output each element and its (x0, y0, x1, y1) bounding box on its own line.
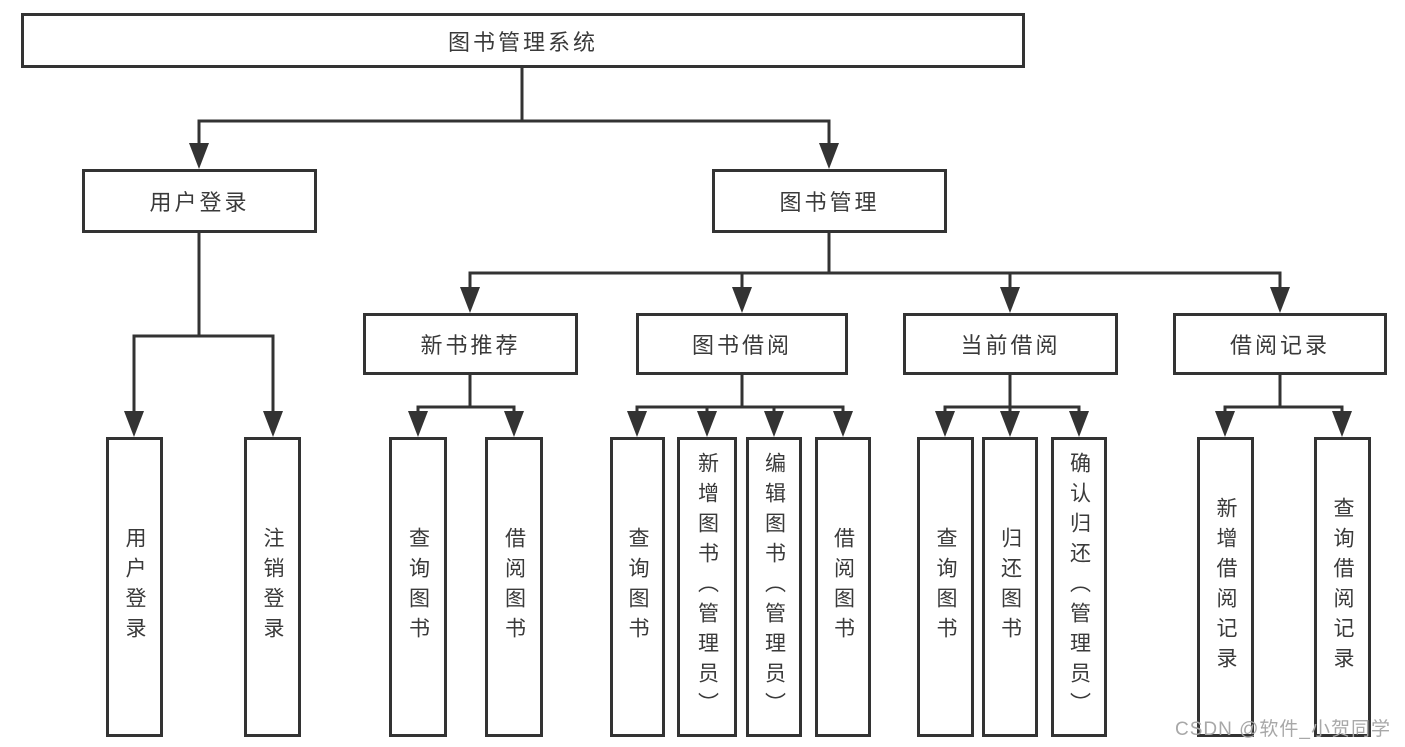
connector-book-management-children (460, 232, 1290, 313)
node-user-login: 用户登录 (82, 169, 317, 233)
leaf-query-books-recommend: 查询图书 (389, 437, 447, 737)
connector-new-book-recommend-children (408, 375, 524, 437)
leaf-borrow-books-recommend: 借阅图书 (485, 437, 543, 737)
csdn-watermark: CSDN @软件_小贺同学 (1175, 719, 1391, 740)
leaf-confirm-return-admin: 确认归还（管理员） (1051, 437, 1107, 737)
connector-book-borrow-children (627, 375, 853, 437)
connector-root-to-level2 (189, 67, 839, 169)
leaf-borrow-books: 借阅图书 (815, 437, 871, 737)
leaf-query-books-borrow: 查询图书 (610, 437, 665, 737)
node-new-book-recommend: 新书推荐 (363, 313, 578, 375)
node-current-borrow: 当前借阅 (903, 313, 1118, 375)
leaf-add-borrow-record: 新增借阅记录 (1197, 437, 1254, 737)
connector-borrow-records-children (1215, 375, 1352, 437)
leaf-query-borrow-record: 查询借阅记录 (1314, 437, 1371, 737)
node-book-borrow: 图书借阅 (636, 313, 848, 375)
leaf-edit-books-admin: 编辑图书（管理员） (746, 437, 802, 737)
connector-user-login-children (124, 232, 283, 437)
node-borrow-records: 借阅记录 (1173, 313, 1387, 375)
leaf-logout: 注销登录 (244, 437, 301, 737)
leaf-user-login: 用户登录 (106, 437, 163, 737)
leaf-return-books: 归还图书 (982, 437, 1038, 737)
node-root-system: 图书管理系统 (21, 13, 1025, 68)
leaf-add-books-admin: 新增图书（管理员） (677, 437, 737, 737)
leaf-query-books-current: 查询图书 (917, 437, 974, 737)
node-book-management: 图书管理 (712, 169, 947, 233)
connector-current-borrow-children (935, 375, 1089, 437)
